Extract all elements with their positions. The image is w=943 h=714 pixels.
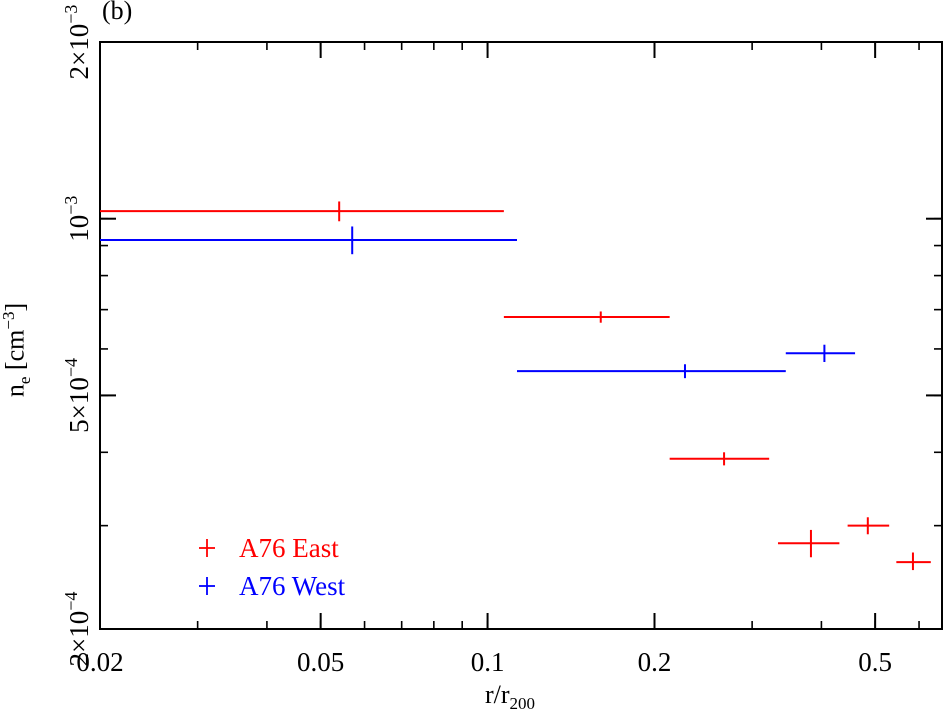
y-tick-label: 5×10−4	[61, 358, 94, 433]
x-tick-label: 0.2	[638, 647, 672, 677]
y-axis-label-main: n	[0, 384, 30, 398]
y-tick-label: 2×10−3	[61, 5, 94, 80]
y-axis-unit: [cm	[0, 329, 30, 371]
x-tick-label: 0.02	[76, 647, 123, 677]
y-axis-unit-close: ]	[0, 302, 30, 312]
x-tick-label: 0.1	[471, 647, 505, 677]
x-axis-label: r/r200	[485, 680, 535, 714]
x-axis-label-sub: 200	[509, 694, 536, 714]
x-axis-label-main: r/r	[484, 680, 510, 709]
plot-frame	[99, 41, 943, 630]
data-point	[847, 517, 890, 535]
data-point	[100, 226, 518, 255]
data-point	[896, 552, 931, 571]
data-point	[777, 529, 840, 558]
panel-label: (b)	[102, 0, 133, 25]
x-tick-label: 0.05	[297, 647, 344, 677]
y-tick-label: 10−3	[61, 196, 94, 242]
data-point	[669, 452, 770, 466]
y-axis-label-sub: e	[14, 376, 34, 385]
legend-label: A76 West	[239, 571, 346, 601]
legend-item: A76 West	[199, 571, 346, 601]
data-point	[100, 201, 504, 222]
legend-item: A76 East	[199, 533, 339, 563]
data-point	[785, 344, 856, 363]
y-axis-label: ne [cm−3]	[0, 303, 35, 397]
legend-label: A76 East	[239, 533, 339, 563]
data-point	[517, 364, 786, 379]
y-tick-label: 2×10−4	[61, 592, 94, 667]
y-axis-unit-sup: −3	[0, 311, 19, 330]
data-point	[503, 311, 670, 323]
x-tick-label: 0.5	[858, 647, 892, 677]
